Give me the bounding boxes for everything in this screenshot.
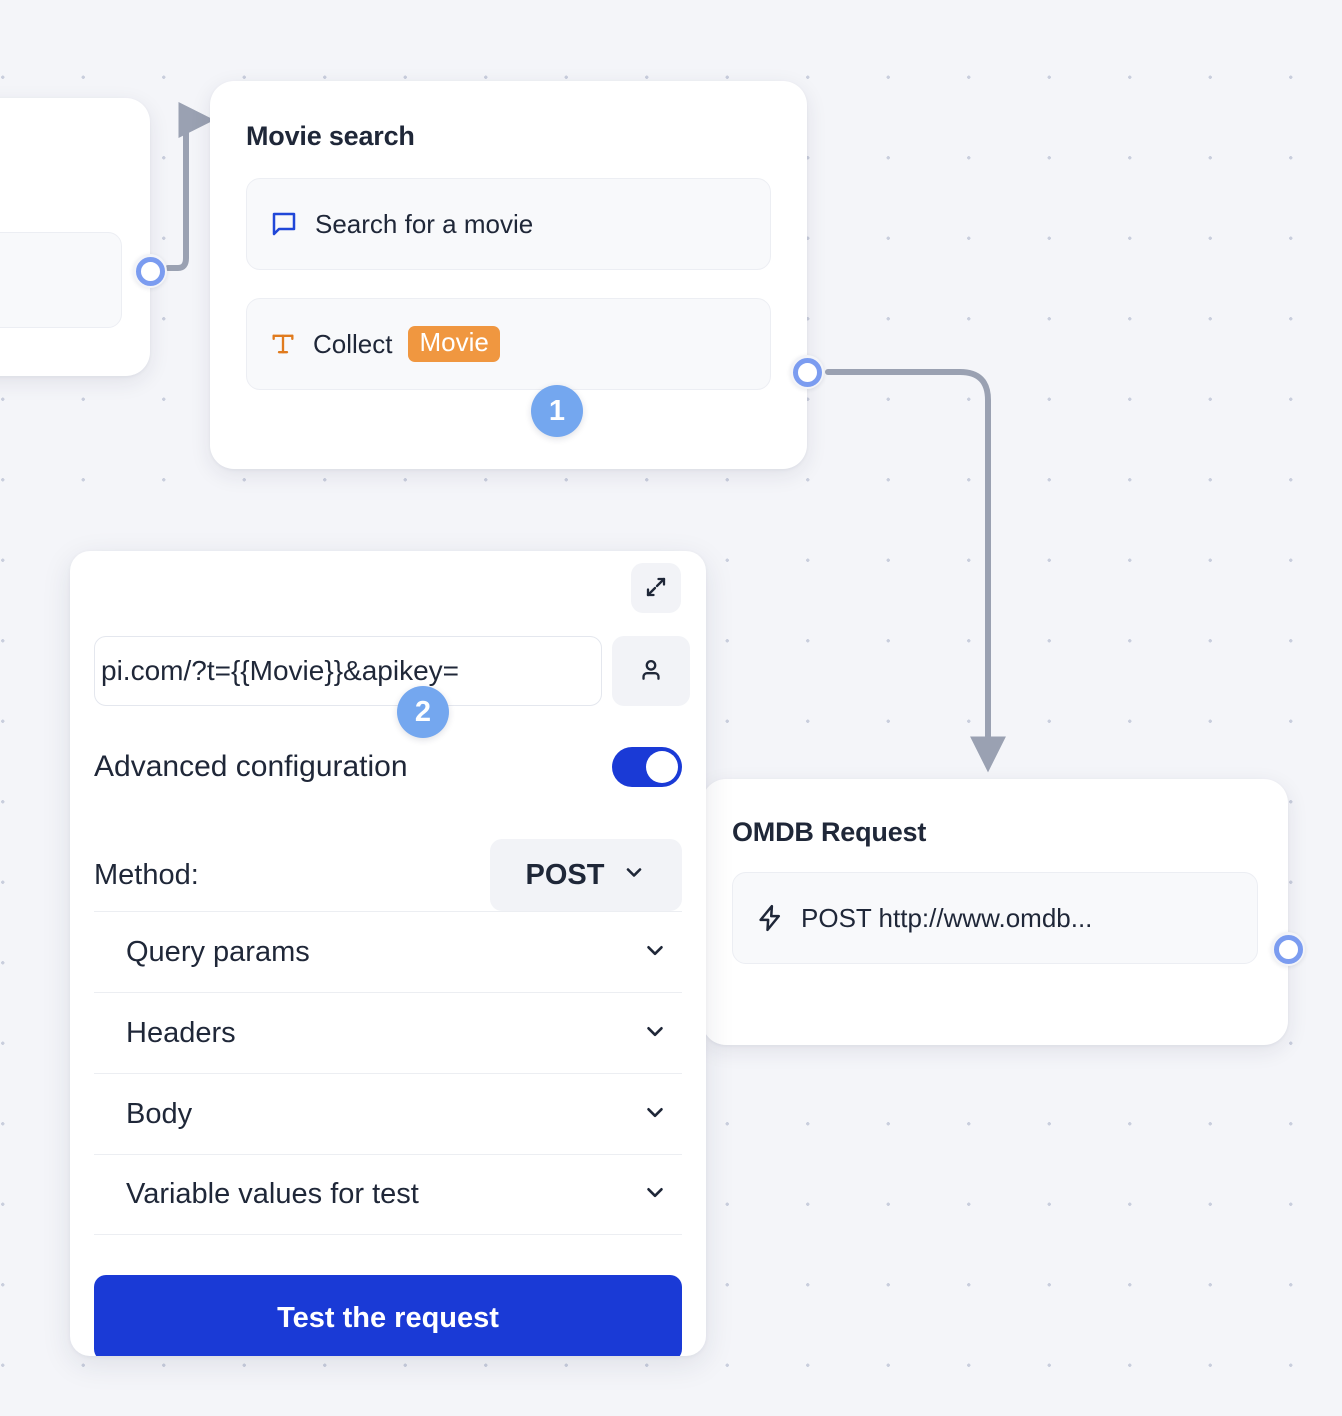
- chevron-down-icon: [642, 1099, 668, 1130]
- advanced-configuration-row[interactable]: Advanced configuration: [94, 747, 682, 787]
- method-select[interactable]: POST: [490, 839, 682, 911]
- node-row-label: Collect: [313, 328, 393, 359]
- connector-handle-movie-search-output[interactable]: [790, 355, 824, 389]
- auth-user-button[interactable]: [612, 636, 690, 706]
- method-row: Method: POST: [94, 839, 682, 911]
- accordion-label: Headers: [126, 1016, 236, 1049]
- connector-handle-left-card[interactable]: [133, 254, 167, 288]
- accordion-label: Query params: [126, 935, 310, 968]
- step-badge-2: 2: [397, 686, 449, 738]
- test-the-request-button[interactable]: Test the request: [94, 1275, 682, 1356]
- accordion-label: Body: [126, 1097, 193, 1130]
- lightning-bolt-icon: [755, 903, 785, 933]
- speech-bubble-icon: [269, 209, 299, 239]
- expand-diagonal-icon: [644, 575, 668, 602]
- node-card-movie-search[interactable]: Movie search Search for a movie Collect: [210, 81, 807, 469]
- text-t-icon: [269, 330, 297, 358]
- accordion-item-headers[interactable]: Headers: [94, 992, 682, 1073]
- chevron-down-icon: [642, 1018, 668, 1049]
- step-badge-1: 1: [531, 385, 583, 437]
- advanced-configuration-toggle[interactable]: [612, 747, 682, 787]
- node-row-post-request[interactable]: POST http://www.omdb...: [732, 872, 1258, 964]
- url-row[interactable]: pi.com/?t={{Movie}}&apikey=: [94, 636, 690, 706]
- chevron-down-icon: [642, 937, 668, 968]
- request-config-panel[interactable]: pi.com/?t={{Movie}}&apikey= Advanced con…: [70, 551, 706, 1356]
- node-card-partial-left[interactable]: [0, 98, 150, 376]
- accordion-item-query-params[interactable]: Query params: [94, 911, 682, 992]
- expand-panel-button[interactable]: [631, 563, 681, 613]
- connector-handle-omdb-output[interactable]: [1271, 932, 1305, 966]
- person-icon: [637, 656, 665, 687]
- accordion-item-body[interactable]: Body: [94, 1073, 682, 1154]
- node-row-label: POST http://www.omdb...: [801, 902, 1093, 933]
- request-accordion: Query params Headers Body: [94, 911, 682, 1235]
- chevron-down-icon: [642, 1179, 668, 1210]
- node-title-omdb-request: OMDB Request: [732, 817, 927, 847]
- method-label: Method:: [94, 858, 199, 891]
- node-row-label: Search for a movie: [315, 208, 534, 239]
- node-row-search-for-a-movie[interactable]: Search for a movie: [246, 178, 771, 270]
- accordion-item-variable-values-for-test[interactable]: Variable values for test: [94, 1154, 682, 1235]
- request-url-value: pi.com/?t={{Movie}}&apikey=: [101, 655, 460, 686]
- edge-left-to-movie: [165, 102, 215, 271]
- advanced-configuration-label: Advanced configuration: [94, 750, 408, 783]
- node-card-omdb-request[interactable]: OMDB Request POST http://www.omdb...: [702, 779, 1288, 1045]
- node-row-placeholder[interactable]: [0, 232, 122, 328]
- variable-token-movie[interactable]: Movie: [408, 326, 500, 362]
- node-row-collect-movie[interactable]: Collect Movie: [246, 298, 771, 390]
- node-title-movie-search: Movie search: [246, 121, 415, 151]
- method-value: POST: [525, 858, 605, 891]
- chevron-down-icon: [622, 859, 646, 892]
- accordion-label: Variable values for test: [126, 1178, 419, 1210]
- edge-movie-to-omdb: [825, 369, 1006, 773]
- request-url-input[interactable]: pi.com/?t={{Movie}}&apikey=: [94, 636, 602, 706]
